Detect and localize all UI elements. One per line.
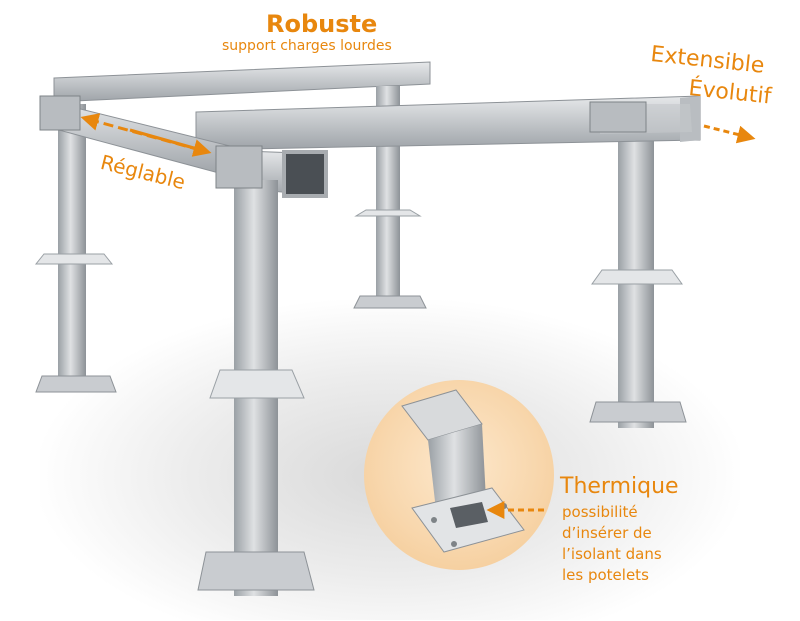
thermique-description: possibilité d’insérer de l’isolant dans … <box>562 503 662 584</box>
reglable-arrow <box>80 113 212 157</box>
thermique-title: Thermique <box>560 474 679 499</box>
back-beam <box>53 61 431 103</box>
post-detail-image <box>401 389 554 553</box>
thermal-detail-inset <box>364 380 554 570</box>
left-leg <box>34 104 117 393</box>
extensible-arrow <box>703 124 756 144</box>
front-leg <box>197 180 315 596</box>
clamp-plates <box>39 95 647 189</box>
robuste-subtitle: support charges lourdes <box>222 38 392 54</box>
robuste-title: Robuste <box>266 10 378 38</box>
right-leg <box>589 124 687 428</box>
